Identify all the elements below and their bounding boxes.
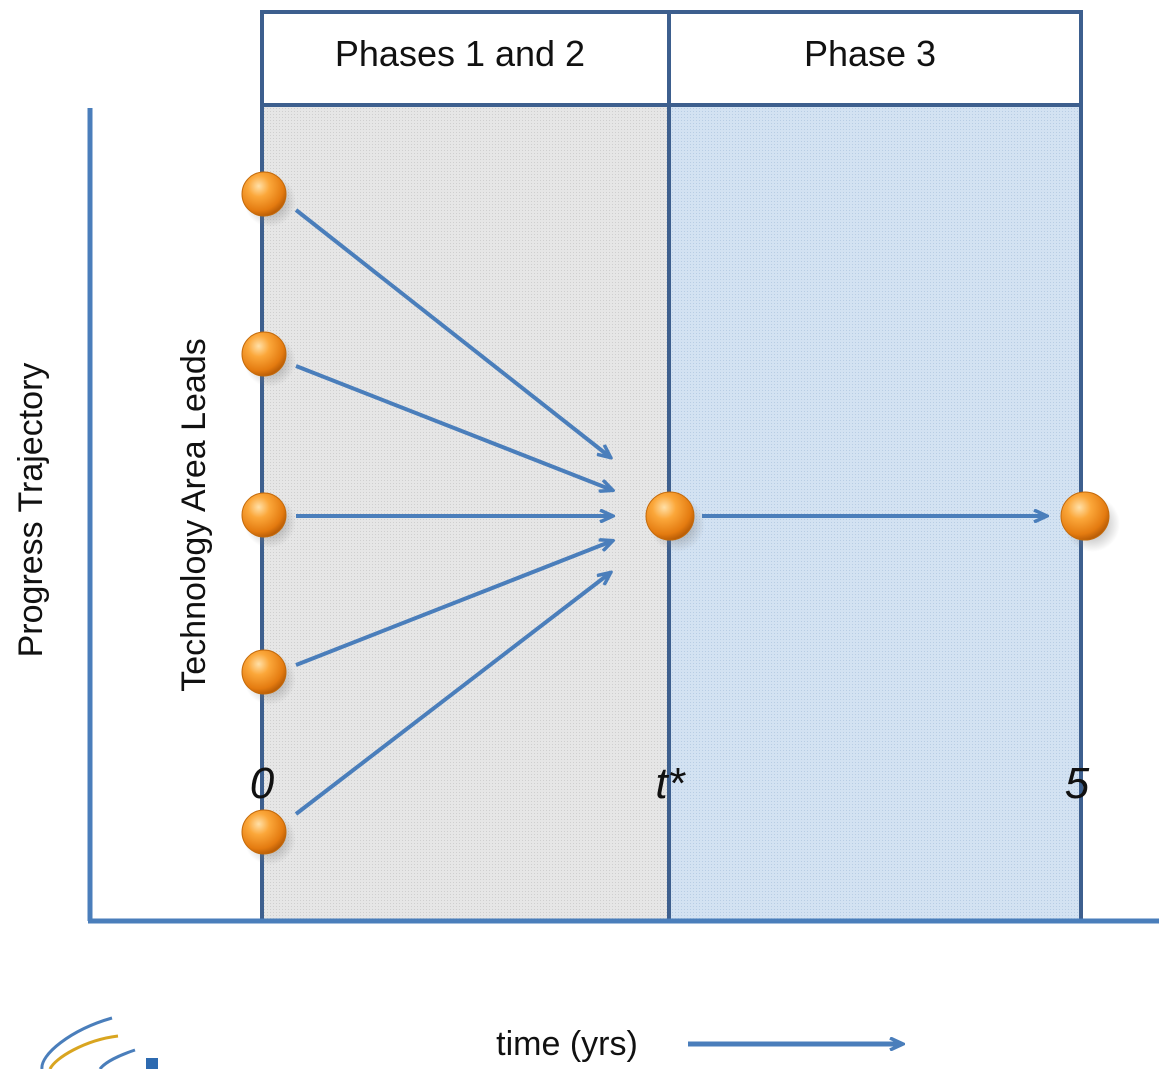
phase-1-2-label: Phases 1 and 2 bbox=[335, 33, 585, 74]
phase-3-label: Phase 3 bbox=[804, 33, 936, 74]
lead-arrow-1 bbox=[294, 208, 610, 457]
lead-node-1 bbox=[241, 171, 296, 227]
logo-mark bbox=[40, 1016, 158, 1070]
tick-label-0: 0 bbox=[250, 759, 275, 808]
lead-node-2 bbox=[241, 331, 296, 387]
lead-node-4 bbox=[241, 649, 296, 705]
y-axis-inner-label: Technology Area Leads bbox=[175, 338, 213, 691]
tick-label-tstar: t* bbox=[655, 759, 686, 808]
x-axis-label: time (yrs) bbox=[496, 1025, 638, 1063]
lead-node-3 bbox=[241, 492, 296, 548]
lead-node-5 bbox=[241, 809, 296, 865]
final-node bbox=[1060, 491, 1120, 552]
tick-label-5: 5 bbox=[1065, 759, 1090, 808]
lead-arrow-2 bbox=[295, 364, 612, 490]
lead-arrow-5 bbox=[294, 573, 610, 816]
phase-1-2-region bbox=[262, 105, 669, 921]
phase-3-region bbox=[669, 105, 1081, 921]
convergence-node bbox=[645, 491, 705, 552]
y-axis-outer-label: Progress Trajectory bbox=[12, 363, 50, 658]
phase-3-header bbox=[667, 10, 1083, 107]
phase-1-2-header bbox=[260, 10, 671, 107]
lead-arrow-4 bbox=[295, 541, 612, 667]
